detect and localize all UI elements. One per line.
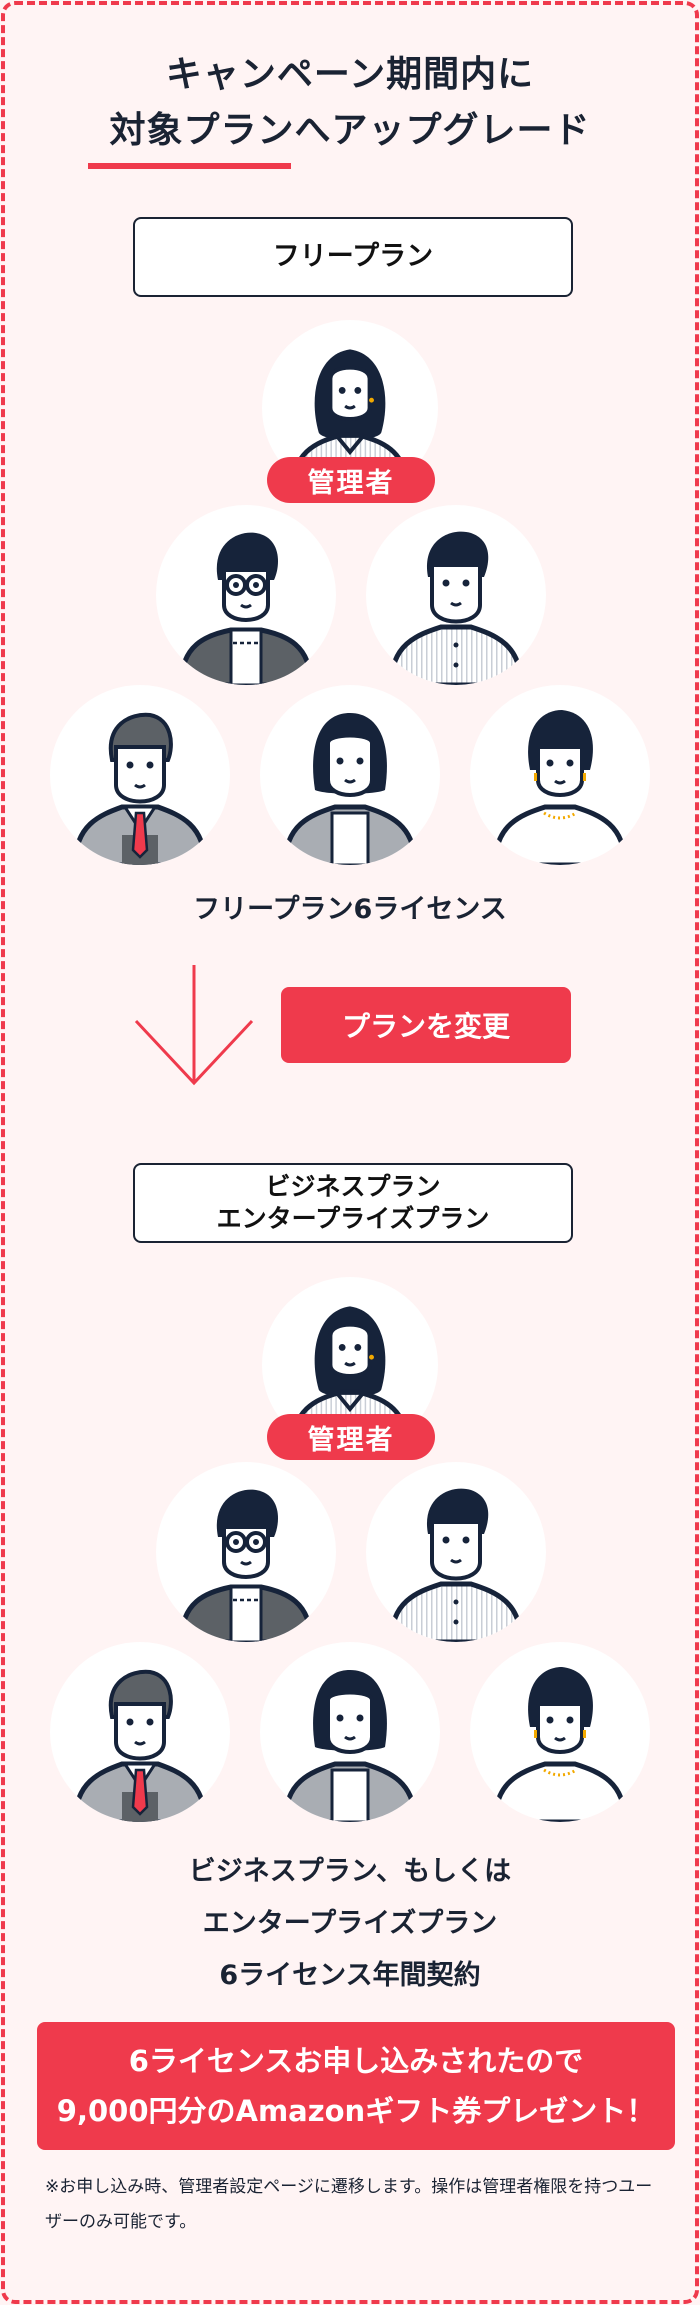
- man-striped-shirt-avatar-icon: [366, 1462, 546, 1642]
- woman-bob-jacket-avatar-icon: [260, 685, 440, 865]
- user-avatar: [156, 1462, 336, 1642]
- target-plan-caption-line-1: ビジネスプラン、もしくは: [188, 1856, 512, 1887]
- user-avatar: [260, 685, 440, 865]
- target-plan-box: ビジネスプラン エンタープライズプラン: [133, 1163, 573, 1243]
- gift-banner: 6ライセンスお申し込みされたので 9,000円分のAmazonギフト券プレゼント…: [37, 2022, 675, 2150]
- woman-short-hair-necklace-avatar-icon: [470, 685, 650, 865]
- woman-bob-jacket-avatar-icon: [260, 1642, 440, 1822]
- admin-badge-label: 管理者: [307, 1424, 395, 1456]
- man-glasses-jacket-avatar-icon: [156, 1462, 336, 1642]
- user-avatar: [50, 685, 230, 865]
- target-plan-caption-line-2: エンタープライズプラン: [202, 1908, 498, 1939]
- gift-banner-line-1: 6ライセンスお申し込みされたので: [128, 2044, 584, 2078]
- change-plan-button[interactable]: プランを変更: [281, 987, 571, 1063]
- user-avatar: [366, 1462, 546, 1642]
- admin-badge: 管理者: [267, 1414, 435, 1460]
- footnote: ※お申し込み時、管理者設定ページに遷移します。操作は管理者権限を持つユーザーのみ…: [45, 2177, 653, 2232]
- user-avatar: [366, 505, 546, 685]
- enterprise-plan-label: エンタープライズプラン: [216, 1204, 490, 1233]
- user-avatar: [50, 1642, 230, 1822]
- user-avatar: [470, 1642, 650, 1822]
- man-suit-red-tie-avatar-icon: [50, 685, 230, 865]
- heading-line-2: 対象プランへアップグレード: [109, 110, 591, 151]
- gift-banner-line-2: 9,000円分のAmazonギフト券プレゼント！: [56, 2094, 656, 2128]
- user-avatar: [260, 1642, 440, 1822]
- free-plan-box: フリープラン: [133, 217, 573, 297]
- heading-line-1: キャンペーン期間内に: [165, 54, 535, 95]
- arrow-down-icon: [134, 965, 254, 1086]
- free-plan-label: フリープラン: [272, 241, 434, 272]
- man-glasses-jacket-avatar-icon: [156, 505, 336, 685]
- change-plan-button-label: プランを変更: [341, 1011, 510, 1042]
- woman-short-hair-necklace-avatar-icon: [470, 1642, 650, 1822]
- admin-badge: 管理者: [267, 457, 435, 503]
- user-avatar: [470, 685, 650, 865]
- admin-badge-label: 管理者: [307, 467, 395, 499]
- business-plan-label: ビジネスプラン: [265, 1172, 441, 1201]
- free-plan-caption: フリープラン6ライセンス: [193, 894, 507, 925]
- user-avatar: [156, 505, 336, 685]
- man-suit-red-tie-avatar-icon: [50, 1642, 230, 1822]
- man-striped-shirt-avatar-icon: [366, 505, 546, 685]
- target-plan-caption-line-3: 6ライセンス年間契約: [219, 1960, 481, 1991]
- heading-underline: [88, 163, 291, 169]
